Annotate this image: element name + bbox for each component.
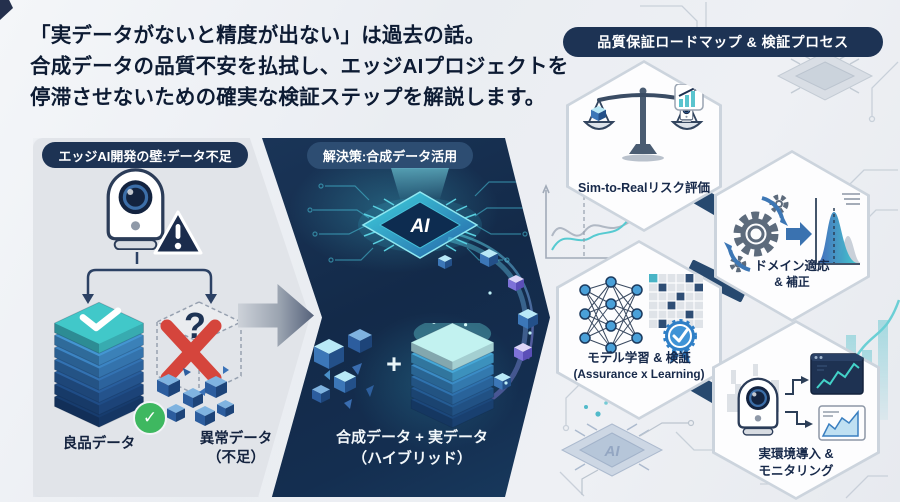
step-label: ドメイン適応 & 補正 [754,259,830,290]
dashboard-monitor-icon [810,353,864,395]
neural-network-icon [579,274,703,364]
cross-icon [160,319,222,385]
good-data-stack-icon [54,302,144,428]
step-label: 実環境導入 & モニタリング [758,447,834,478]
cycle-arrows-icon [728,196,784,272]
arrow-right-icon [786,222,812,246]
warning-icon [153,210,203,255]
good-data-label: 良品データ [62,436,136,452]
solution-panel: 解決策:合成データ活用 AI [262,138,550,497]
hybrid-caption: 合成データ + 実データ （ハイブリッド） [335,429,489,467]
data-flow-icon [438,233,538,414]
heading-line-2: 合成データの品質不安を払拭し、エッジAIプロジェクトを [30,55,569,78]
decor-ai-chip: AI [560,401,695,495]
hybrid-data-icon: + [312,323,495,429]
svg-text:AI: AI [604,443,621,460]
matrix-icon [649,274,703,328]
gears-distribution-icon [724,193,861,273]
bell-curve-icon [815,193,861,265]
problem-panel: エッジAI開発の壁:データ不足 ✓ 良品データ [33,138,310,497]
check-icon [79,307,122,332]
monitoring-icon [727,353,866,441]
heading-line-3: 停滞させないための確実な検証ステップを解説します。 [30,86,546,109]
solution-panel-title: 解決策:合成データ活用 [307,142,473,169]
hybrid-stack-icon [410,323,495,429]
mini-chart-icon [674,84,704,111]
page-title: 「実データがないと精度が出ない」は過去の話。 合成データの品質不安を払拭し、エッ… [30,20,570,113]
svg-text:AI: AI [410,216,431,237]
problem-panel-title: エッジAI開発の壁:データ不足 [42,142,248,168]
branch-arrows [82,252,217,304]
plus-icon: + [386,349,402,379]
report-panel-icon [818,405,866,441]
step-label: Sim-to-Realリスク評価 [578,181,710,196]
check-badge-icon: ✓ [133,401,167,435]
anomaly-data-label: 異常データ （不足） [199,431,273,466]
anomaly-data-icon: ? [155,301,243,426]
camera-icon [737,377,779,437]
cube-icon [591,106,606,121]
step-label: モデル学習 & 検証 (Assurance x Learning) [573,350,705,381]
ribbon-badge-icon [663,319,697,364]
heading-line-1: 「実データがないと精度が出ない」は過去の話。 [30,24,486,47]
roadmap-badge: 品質保証ロードマップ & 検証プロセス [563,27,883,57]
flow-arrows [785,379,805,425]
scales-icon [583,84,704,162]
decor-chip-top-right [776,51,874,101]
